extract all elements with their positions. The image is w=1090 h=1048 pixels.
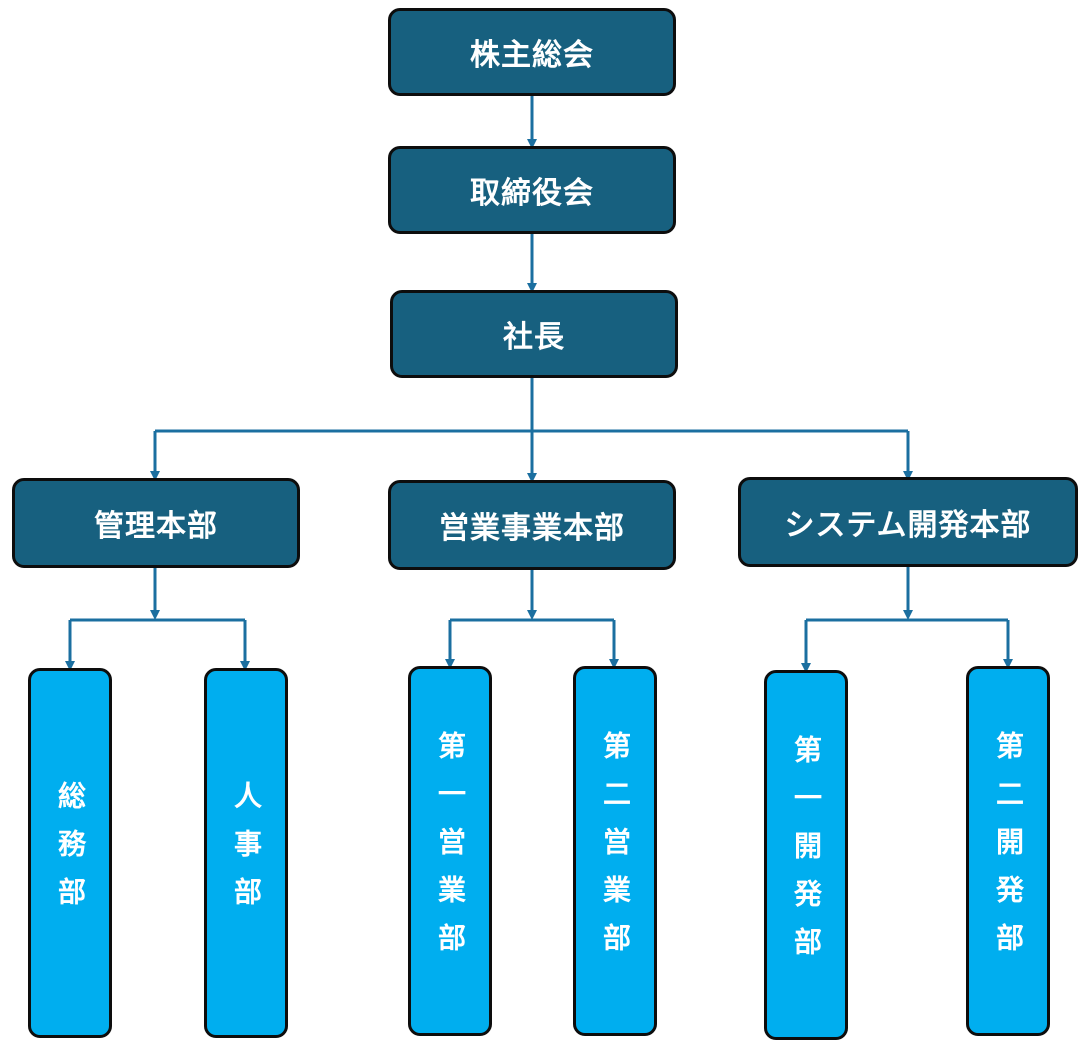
dept-dev2-label: 第二開発部 [992,731,1025,971]
dept-general-affairs-label: 総務部 [54,781,87,925]
shareholders-box: 株主総会 [388,8,676,96]
division-system-label: システム開発本部 [784,508,1032,543]
dept-sales2-label: 第二営業部 [599,731,632,971]
shareholders-label: 株主総会 [470,38,594,73]
dept-dev2-box: 第二開発部 [966,666,1050,1036]
dept-sales2-box: 第二営業部 [573,666,657,1036]
board-label: 取締役会 [470,176,594,211]
division-admin-label: 管理本部 [94,509,218,544]
dept-hr-label: 人事部 [230,781,263,925]
president-label: 社長 [503,320,565,355]
dept-sales1-label: 第一営業部 [434,731,467,971]
president-box: 社長 [390,290,678,378]
division-sales-box: 営業事業本部 [388,480,676,570]
dept-sales1-box: 第一営業部 [408,666,492,1036]
division-system-box: システム開発本部 [738,477,1078,567]
dept-hr-box: 人事部 [204,668,288,1038]
dept-general-affairs-box: 総務部 [28,668,112,1038]
dept-dev1-box: 第一開発部 [764,670,848,1040]
division-sales-label: 営業事業本部 [439,511,625,546]
dept-dev1-label: 第一開発部 [790,735,823,975]
division-admin-box: 管理本部 [12,478,300,568]
board-box: 取締役会 [388,146,676,234]
